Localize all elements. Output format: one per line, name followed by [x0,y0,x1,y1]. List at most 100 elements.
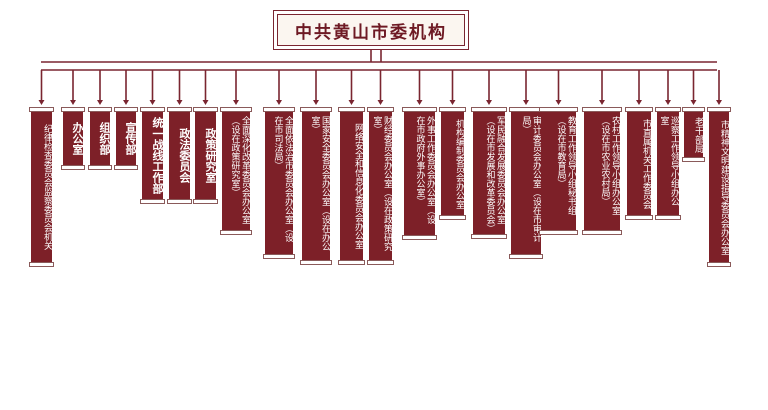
unit-label: 组织部 [98,122,111,155]
unit-label: 政策研究室 [204,128,217,183]
drop-arrow [555,100,562,105]
scroll-body [340,112,363,260]
unit-scroll: 审计委员会办公室（设在市审计局） [509,107,543,259]
unit-scroll: 纪律检查委员会监察委员会机关 [29,107,54,267]
drop-arrow [348,100,355,105]
unit-label: 军民融合发展委员会办公室（设在市发展和改革委员会） [484,116,506,233]
scroll-rod-bottom [402,235,437,240]
scroll-rod-bottom [300,260,332,265]
scroll-rod-top [61,107,85,112]
unit-scroll: 教育工作领导小组秘书组（设在市教育局） [539,107,578,235]
scroll-body [90,112,110,165]
scroll-rod-top [167,107,192,112]
scroll-rod-bottom [439,215,466,220]
drop-arrow [416,100,423,105]
scroll-rod-bottom [167,199,192,204]
scroll-rod-bottom [471,234,507,239]
drop-arrow [313,100,319,105]
unit-scroll: 国家安全委员会办公室（设在办公室） [300,107,332,265]
drop-arrow [276,100,282,105]
scroll-rod-top [439,107,466,112]
drop-arrow [486,100,492,105]
drop-arrow [636,100,642,105]
scroll-rod-bottom [61,165,85,170]
unit-scroll: 统一战线工作部 [140,107,165,204]
scroll-rod-bottom [509,254,543,259]
scroll-rod-top [193,107,218,112]
scroll-body [116,112,136,165]
scroll-rod-top [655,107,681,112]
unit-scroll: 老干部局 [682,107,705,162]
scroll-rod-bottom [582,230,622,235]
scroll-rod-bottom [707,262,731,267]
unit-scroll: 宣传部 [114,107,138,170]
unit-scroll: 市精神文明建设指导委员会办公室 [707,107,731,267]
scroll-rod-top [300,107,332,112]
scroll-body [541,112,576,230]
scroll-body [709,112,729,262]
scroll-rod-top [471,107,507,112]
scroll-rod-top [582,107,622,112]
unit-label: 市直属机关工作委员会 [641,118,651,209]
drop-arrow [665,100,671,105]
unit-label: 财经委员会办公室（设在政策研究室） [371,116,393,251]
unit-scroll: 政法委员会 [167,107,192,204]
unit-scroll: 巡察工作领导小组办公室 [655,107,681,220]
chart-title-box: 中共黄山市委机构 [273,10,469,50]
drop-arrow [690,100,697,105]
scroll-rod-top [140,107,165,112]
scroll-rod-top [402,107,437,112]
scroll-rod-bottom [625,215,653,220]
drop-arrow [523,100,529,105]
drop-arrow [176,100,183,105]
unit-scroll: 军民融合发展委员会办公室（设在市发展和改革委员会） [471,107,507,239]
scroll-body [404,112,435,235]
scroll-body [142,112,163,199]
scroll-rod-bottom [29,262,54,267]
unit-label: 宣传部 [124,122,137,155]
drop-arrow [70,100,76,105]
scroll-rod-top [29,107,54,112]
unit-scroll: 网络安全和信息化委员会办公室 [338,107,365,265]
chart-title: 中共黄山市委机构 [295,22,447,43]
scroll-rod-bottom [682,157,705,162]
unit-label: 全面深化改革委员会办公室（设在政策研究室） [229,116,251,224]
unit-scroll: 政策研究室 [193,107,218,204]
unit-label: 巡察工作领导小组办公室 [658,116,680,206]
scroll-rod-bottom [114,165,138,170]
drop-arrow [38,100,45,105]
scroll-body [473,112,505,234]
unit-scroll: 办公室 [61,107,85,170]
scroll-body [369,112,392,260]
drop-arrow [377,100,384,105]
unit-label: 农村工作领导小组办公室（设在市农业农村局） [599,116,621,215]
unit-scroll: 全面深化改革委员会办公室（设在政策研究室） [220,107,252,235]
unit-label: 网络安全和信息化委员会办公室 [353,123,363,249]
unit-label: 国家安全委员会办公室（设在办公室） [309,116,331,251]
unit-label: 全面依法治市委员会办公室（设在市司法局） [272,116,294,242]
scroll-rod-bottom [655,215,681,220]
unit-scroll: 组织部 [88,107,112,170]
unit-label: 市精神文明建设指导委员会办公室 [719,119,729,255]
scroll-body [684,112,703,157]
unit-label: 纪律检查委员会监察委员会机关 [42,124,52,250]
scroll-rod-top [682,107,705,112]
unit-label: 办公室 [71,122,84,155]
unit-scroll: 农村工作领导小组办公室（设在市农业农村局） [582,107,622,235]
unit-label: 审计委员会办公室（设在市审计局） [520,116,542,242]
scroll-rod-top [539,107,578,112]
scroll-body [441,112,464,215]
unit-label: 教育工作领导小组秘书组（设在市教育局） [555,116,577,215]
scroll-rod-top [220,107,252,112]
scroll-body [627,112,651,215]
scroll-body [31,112,52,262]
drop-arrow [97,100,103,105]
scroll-rod-bottom [88,165,112,170]
drop-arrow [123,100,129,105]
unit-scroll: 机构编制委员会办公室 [439,107,466,220]
scroll-rod-top [367,107,394,112]
drop-arrow [599,100,605,105]
scroll-body [657,112,679,215]
scroll-rod-top [707,107,731,112]
